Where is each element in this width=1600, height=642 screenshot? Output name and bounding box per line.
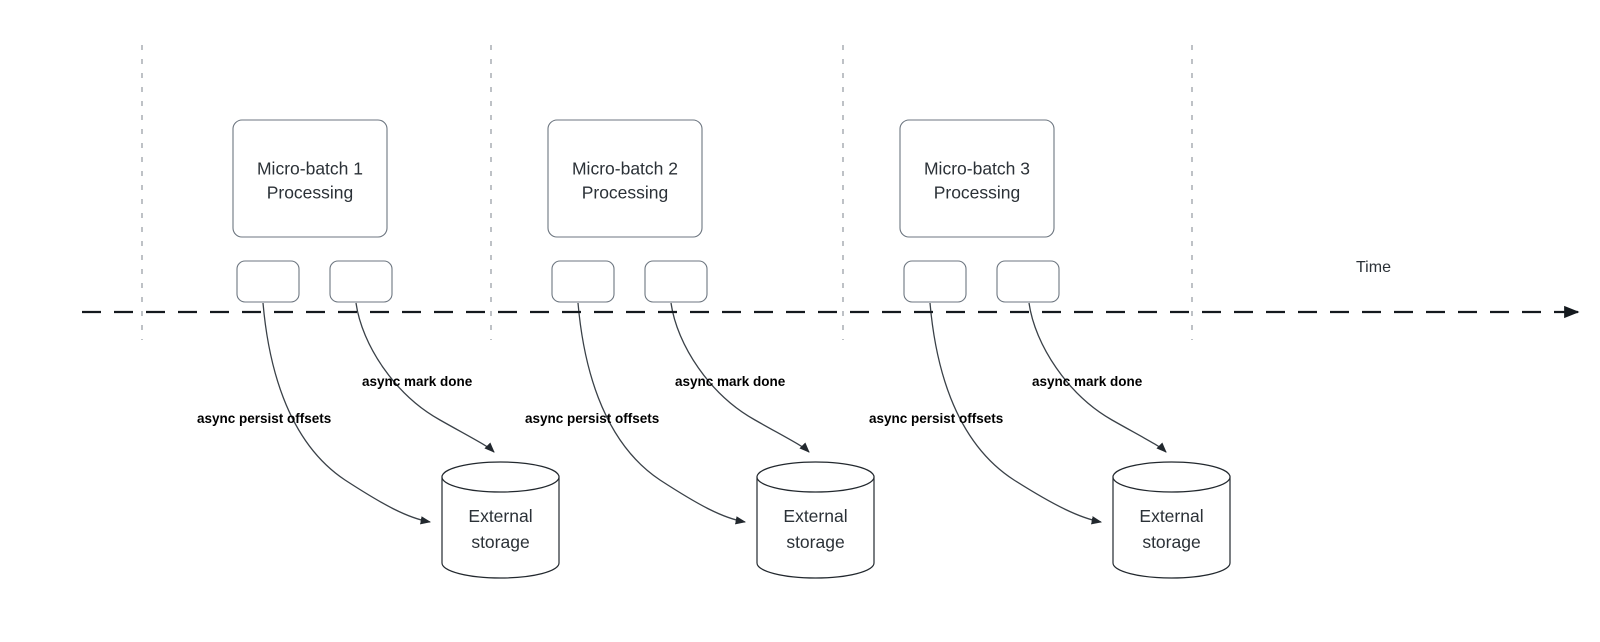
external-storage-cylinder[interactable]: External storage: [1112, 461, 1231, 579]
nodes-group: Micro-batch 1ProcessingExternalstorageMi…: [232, 119, 1231, 579]
micro-batch-label-line2: Processing: [934, 183, 1021, 203]
storage-label-line2: storage: [471, 532, 529, 552]
cylinder-body: [1112, 476, 1231, 579]
edge-persist-offsets: [262, 302, 432, 525]
task-box-persist[interactable]: [903, 260, 967, 303]
micro-batch-label-line1: Micro-batch 2: [572, 159, 678, 179]
storage-label-line1: External: [1139, 506, 1203, 526]
external-storage-cylinder[interactable]: External storage: [441, 461, 560, 579]
edge-persist-offsets: [929, 302, 1103, 525]
cylinder-top-ellipse: [756, 461, 875, 493]
task-box-mark[interactable]: [644, 260, 708, 303]
cylinder-top-ellipse: [441, 461, 560, 493]
cylinder-body: [756, 476, 875, 579]
flow-curves-group: [262, 302, 1167, 525]
task-box-mark[interactable]: [996, 260, 1060, 303]
edge-mark-done-label: async mark done: [1032, 374, 1143, 389]
edge-mark-done: [1028, 302, 1167, 453]
storage-label-line2: storage: [786, 532, 844, 552]
task-box-persist[interactable]: [551, 260, 615, 303]
storage-label-line2: storage: [1142, 532, 1200, 552]
storage-label-line1: External: [783, 506, 847, 526]
cylinder-top-ellipse: [1112, 461, 1231, 493]
edge-mark-done-label: async mark done: [675, 374, 786, 389]
micro-batch-label-line1: Micro-batch 1: [257, 159, 363, 179]
task-box-persist[interactable]: [236, 260, 300, 303]
micro-batch-label-line1: Micro-batch 3: [924, 159, 1030, 179]
micro-batch-box[interactable]: [547, 119, 703, 238]
storage-label-line1: External: [468, 506, 532, 526]
external-storage-cylinder[interactable]: External storage: [756, 461, 875, 579]
edge-mark-done: [355, 302, 495, 453]
edge-mark-done: [670, 302, 810, 453]
edge-persist-offsets-label: async persist offsets: [525, 411, 659, 426]
micro-batch-label-line2: Processing: [582, 183, 669, 203]
micro-batch-box[interactable]: [899, 119, 1055, 238]
micro-batch-box[interactable]: [232, 119, 388, 238]
edge-mark-done-label: async mark done: [362, 374, 473, 389]
cylinder-body: [441, 476, 560, 579]
edge-labels-group: async persist offsets async mark done asyn…: [197, 374, 1143, 426]
edge-persist-offsets-label: async persist offsets: [869, 411, 1003, 426]
edge-persist-offsets: [577, 302, 747, 525]
time-axis-group: Time: [82, 259, 1580, 319]
edge-persist-offsets-label: async persist offsets: [197, 411, 331, 426]
task-box-mark[interactable]: [329, 260, 393, 303]
micro-batch-label-line2: Processing: [267, 183, 354, 203]
time-axis-label: Time: [1356, 259, 1391, 276]
